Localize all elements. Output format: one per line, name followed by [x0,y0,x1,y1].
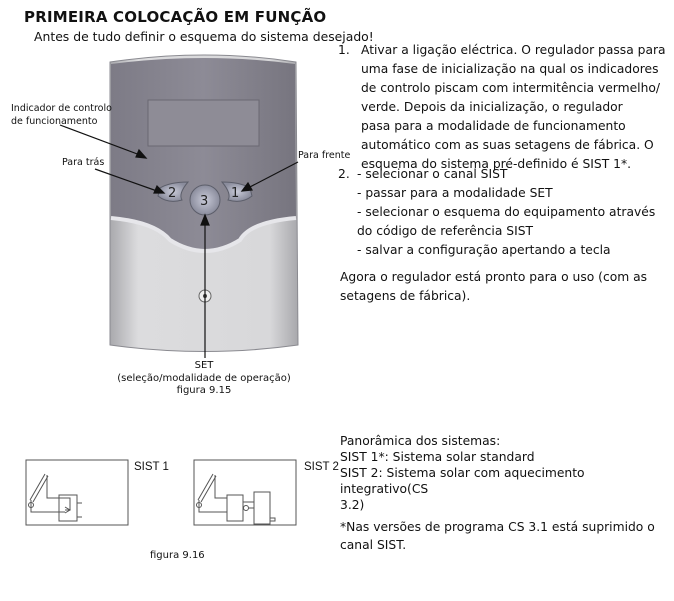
button-2 [157,181,190,202]
system-diagrams [25,459,297,526]
figure-9-16-caption: figura 9.16 [150,550,205,561]
page-title: PRIMEIRA COLOCAÇÃO EM FUNÇÃO [24,8,327,26]
page-subtitle: Antes de tudo definir o esquema do siste… [34,29,374,44]
button-3-label: 3 [200,194,208,209]
ready-text: Agora o regulador está pronto para o uso… [340,270,648,303]
button-1-label: 1 [231,186,239,201]
figure-9-15-caption: SET(seleção/modalidade de operação)figur… [117,360,291,396]
display-screen [147,99,260,147]
systems-overview: Panorâmica dos sistemas:SIST 1*: Sistema… [340,434,585,512]
label-forward: Para frente [298,150,351,161]
button-2-label: 2 [168,186,176,201]
sist1-diagram [25,459,129,526]
sist2-diagram [193,459,297,526]
label-back: Para trás [62,157,105,168]
arrows [59,124,299,358]
sist2-label: SIST 2 [304,461,339,473]
footnote: *Nas versões de programa CS 3.1 está sup… [340,520,655,552]
sist1-label: SIST 1 [134,461,169,473]
